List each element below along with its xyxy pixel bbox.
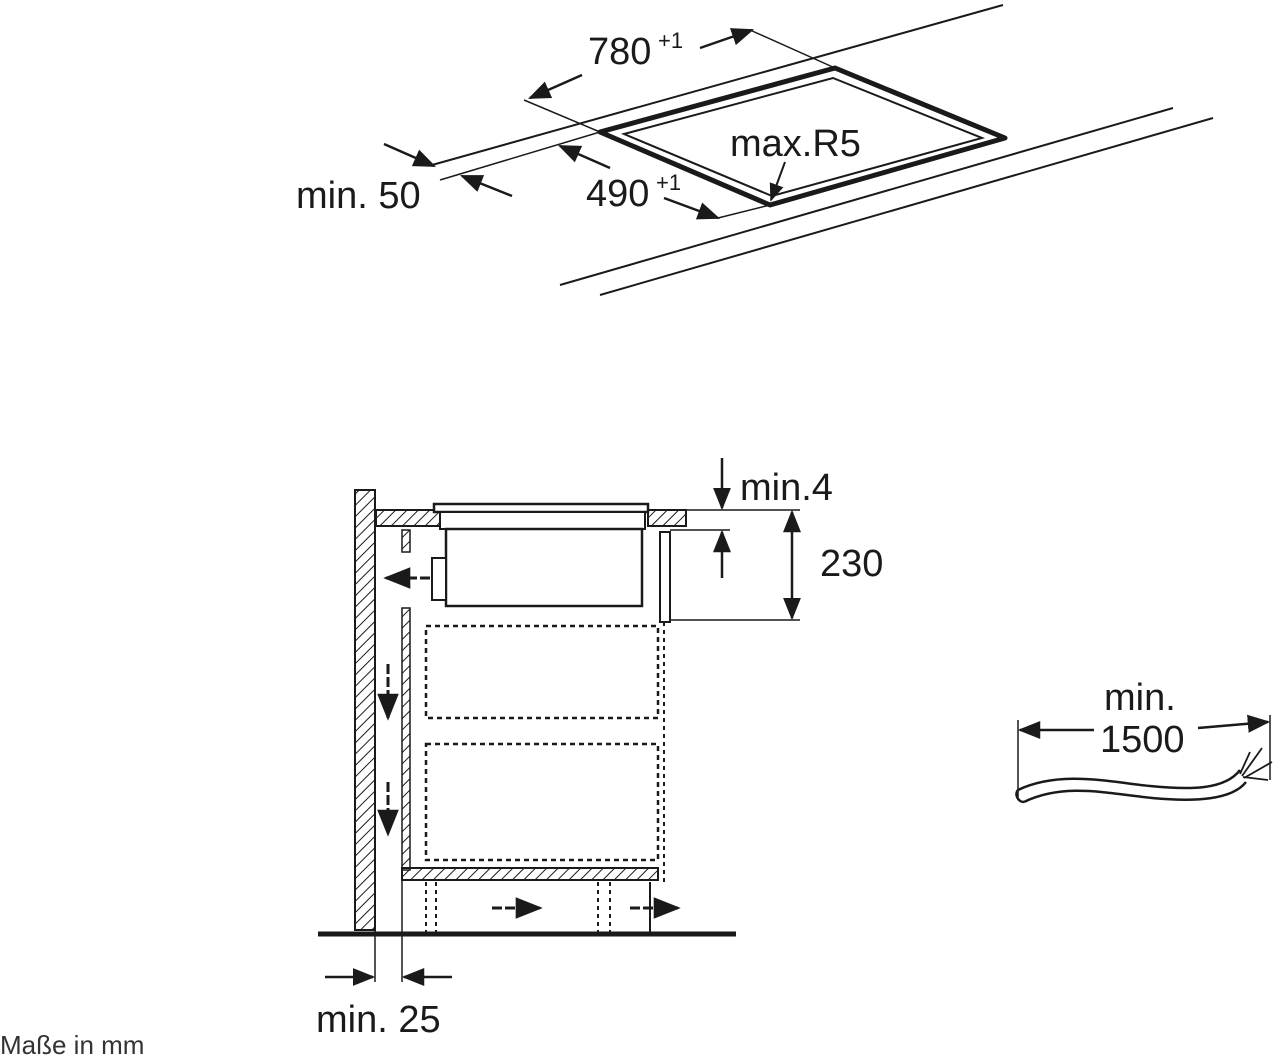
- wall-gap-label: min. 25: [316, 999, 441, 1041]
- cable-end-cap: [1015, 789, 1025, 804]
- depth-extension: [717, 204, 771, 219]
- hob-frame: [439, 511, 646, 530]
- cutout-inner-edge: [620, 76, 986, 198]
- width-label: 780: [588, 31, 651, 73]
- worktop-section-left: [375, 509, 441, 527]
- cable-length-label-line1: min.: [1104, 677, 1176, 719]
- cable-outline-lower: [1023, 781, 1247, 804]
- cable-wire-4: [1239, 751, 1251, 775]
- width-extension-right: [749, 29, 836, 69]
- width-dimension-right: [699, 28, 755, 50]
- cabinet-side-view: [318, 458, 801, 986]
- wall-section: [354, 489, 376, 931]
- hob-glass: [432, 502, 650, 514]
- cable-wire-2: [1243, 761, 1273, 779]
- cable-length: [1015, 714, 1273, 804]
- exhaust-outlet: [431, 557, 447, 601]
- clearance-label: min.4: [740, 467, 833, 509]
- cable-wire-3: [1242, 776, 1269, 781]
- front-panel: [659, 531, 671, 623]
- worktop-front-edge-lower: [599, 117, 1214, 296]
- worktop-rear-line: [439, 131, 601, 181]
- cable-outline-upper: [1017, 769, 1241, 792]
- height-label: 230: [820, 543, 883, 585]
- cable-wire-1: [1241, 747, 1263, 777]
- rear-panel-lower: [401, 607, 411, 871]
- drawer-lower: [424, 742, 660, 862]
- worktop-back-edge: [431, 4, 1004, 166]
- depth-label: 490: [586, 173, 649, 215]
- depth-dimension-lower: [663, 196, 721, 220]
- cabinet-base: [401, 867, 659, 881]
- depth-tolerance: +1: [656, 170, 681, 195]
- worktop-front-edge-upper: [559, 107, 1174, 286]
- width-dimension-left: [527, 73, 583, 100]
- appliance-body: [444, 527, 644, 608]
- depth-dimension-upper: [557, 144, 611, 170]
- radius-label: max.R5: [730, 123, 861, 165]
- units-footnote: Maße in mm: [0, 1030, 145, 1060]
- edge-distance-arrow-outer: [383, 142, 437, 168]
- rear-panel-upper: [401, 529, 411, 553]
- cable-dimension-right: [1197, 714, 1271, 733]
- width-extension-left: [523, 99, 601, 133]
- radius-leader: [769, 161, 786, 202]
- width-tolerance: +1: [658, 28, 683, 53]
- cutout-outline: [597, 65, 1008, 208]
- cable-length-label-line2: 1500: [1100, 719, 1185, 761]
- worktop-section-right: [647, 509, 687, 527]
- edge-distance-label: min. 50: [296, 175, 421, 217]
- drawer-upper: [424, 624, 660, 720]
- worktop-top-view: [383, 4, 1214, 296]
- edge-distance-arrow-inner: [459, 174, 513, 198]
